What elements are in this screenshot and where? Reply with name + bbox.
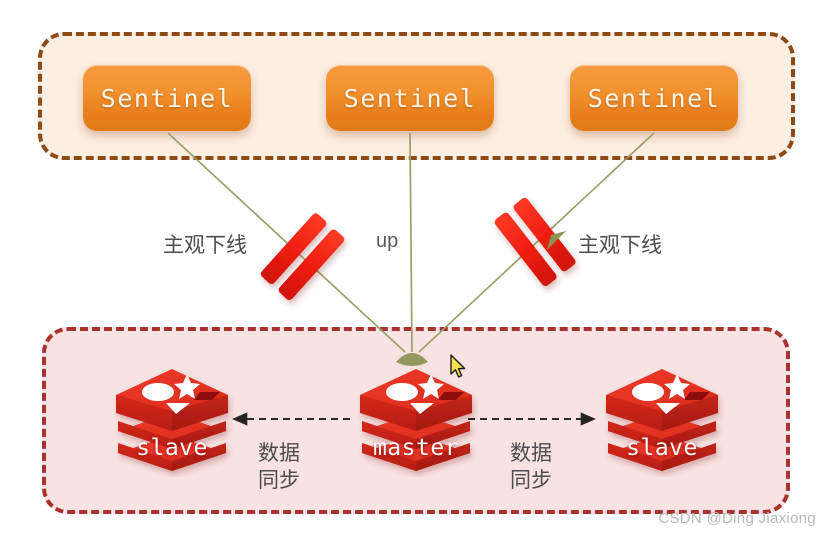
redis-logo-icon: [360, 369, 472, 471]
label-data-sync-right: 数据 同步: [510, 441, 552, 492]
label-subjective-offline-right: 主观下线: [578, 233, 662, 257]
sentinel-node-1[interactable]: Sentinel: [83, 65, 251, 131]
label-up-status: up: [376, 230, 399, 252]
blocked-mark-left: [260, 213, 345, 300]
watermark-text: CSDN @Ding Jiaxiong: [658, 510, 816, 527]
sentinel-node-2[interactable]: Sentinel: [326, 65, 494, 131]
label-subjective-offline-left: 主观下线: [163, 233, 247, 257]
redis-logo-icon: [116, 369, 228, 471]
redis-node-slave-left[interactable]: slave: [108, 361, 236, 477]
monitor-line-sentinel-2: [409, 132, 413, 353]
redis-logo-icon: [606, 369, 718, 471]
blocked-mark-right: [494, 197, 576, 287]
label-data-sync-left: 数据 同步: [258, 441, 300, 492]
sentinel-node-2-label: Sentinel: [343, 83, 477, 113]
sentinel-node-1-label: Sentinel: [100, 83, 234, 113]
redis-node-slave-right[interactable]: slave: [598, 361, 726, 477]
monitor-arrowhead-right: [547, 231, 566, 250]
sentinel-node-3-label: Sentinel: [587, 83, 721, 113]
mouse-cursor-icon: [450, 354, 466, 378]
sentinel-node-3[interactable]: Sentinel: [570, 65, 738, 131]
